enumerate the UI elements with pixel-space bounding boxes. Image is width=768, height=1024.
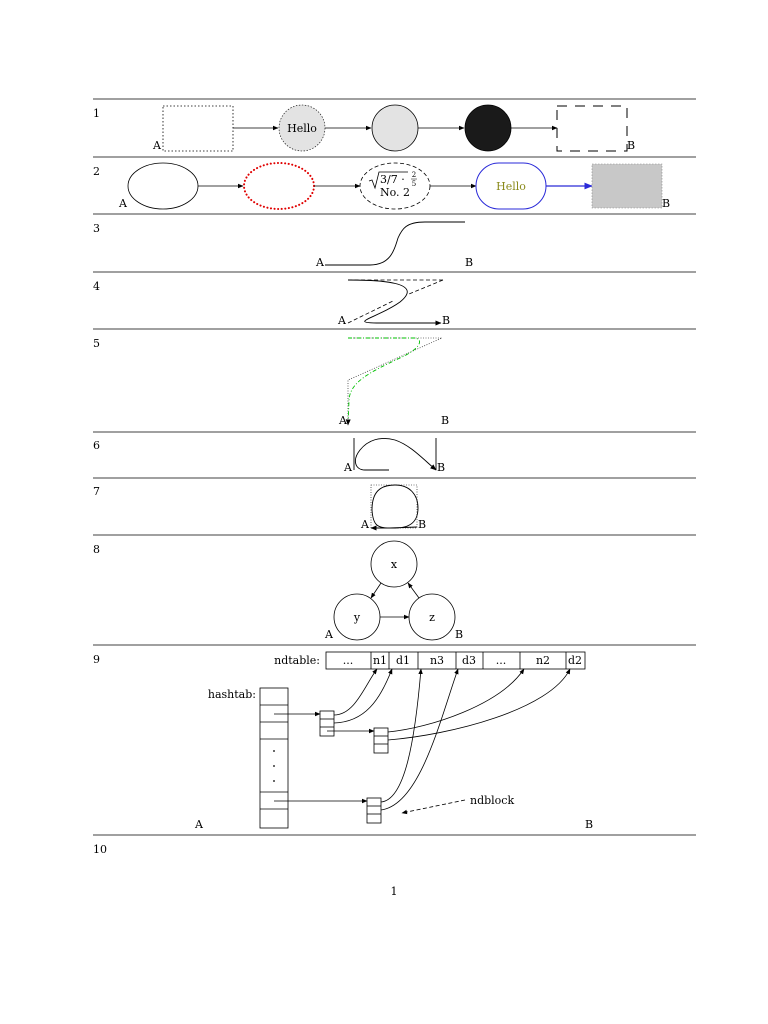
- ndtable-cell: d3: [462, 654, 476, 667]
- label-b: B: [585, 818, 593, 831]
- ndtable-cell: ...: [343, 654, 354, 667]
- gray-circle: [371, 104, 419, 152]
- node-y-label: y: [353, 611, 361, 624]
- row-6-diagram: A B: [343, 438, 445, 474]
- label-b: B: [441, 414, 449, 427]
- math-frac-num: 2: [412, 171, 416, 179]
- z-curve: [347, 279, 442, 326]
- ndblock-label: ndblock: [470, 794, 514, 807]
- ndtable-cell: n2: [536, 654, 550, 667]
- row-separators: [93, 98, 696, 836]
- ndblock-pointer: [401, 799, 466, 815]
- vertical-ellipsis: [273, 750, 275, 782]
- hello-text: Hello: [287, 122, 317, 135]
- row-2-diagram: A 3/7 · 2 5 No. 2 Hello B: [118, 162, 670, 210]
- hello-olive-text: Hello: [496, 180, 526, 193]
- label-b: B: [437, 461, 445, 474]
- ndtable-cell: n3: [430, 654, 444, 667]
- label-b: B: [662, 197, 670, 210]
- label-a: A: [338, 414, 348, 427]
- node-x-label: x: [391, 558, 398, 571]
- row-1-diagram: A Hello B: [152, 104, 635, 152]
- ndblock-3: [366, 797, 382, 824]
- label-a: A: [360, 518, 370, 531]
- row-number-3: 3: [93, 222, 100, 235]
- row-number-5: 5: [93, 337, 100, 350]
- ndtable-cell: d2: [568, 654, 582, 667]
- black-circle: [464, 104, 512, 152]
- label-b: B: [442, 314, 450, 327]
- pointer-arrows: [274, 668, 571, 811]
- edge-z-x: [407, 582, 420, 599]
- row-number-2: 2: [93, 165, 100, 178]
- row-number-10: 10: [93, 843, 107, 856]
- row-number-4: 4: [93, 280, 100, 293]
- label-a: A: [337, 314, 347, 327]
- node-x: [370, 540, 418, 588]
- arc-curve: [354, 438, 437, 471]
- label-a: A: [118, 197, 128, 210]
- hashtab: [259, 687, 289, 829]
- row-number-7: 7: [93, 485, 100, 498]
- gray-filled-rect: [591, 163, 663, 209]
- row-8-diagram: x y z A B: [324, 540, 463, 641]
- sqrt-sign: [368, 171, 408, 190]
- label-b: B: [465, 256, 473, 269]
- ndtable-cell: d1: [396, 654, 410, 667]
- plain-ellipse: [127, 162, 199, 210]
- label-a: A: [152, 139, 162, 152]
- row-4-diagram: A B: [337, 279, 450, 327]
- row-number-6: 6: [93, 439, 100, 452]
- ndtable-label: ndtable:: [274, 654, 320, 667]
- page-number: 1: [391, 885, 398, 898]
- green-curve: [345, 337, 420, 426]
- row-9-diagram: ndtable: ... n1 d1 n3 d3 ... n2 d2 hasht…: [194, 651, 593, 831]
- row-3-diagram: A B: [315, 221, 473, 269]
- control-polygon: [347, 337, 443, 425]
- dotted-box: [370, 484, 418, 529]
- label-b: B: [455, 628, 463, 641]
- label-a: A: [324, 628, 334, 641]
- loop-curve: [370, 484, 419, 531]
- ndtable-cell: ...: [496, 654, 507, 667]
- s-curve: [325, 221, 465, 266]
- row-number-9: 9: [93, 653, 100, 666]
- math-frac-den: 5: [412, 180, 416, 188]
- math-root-text: 3/7 ·: [380, 173, 405, 186]
- edge-x-y: [370, 582, 382, 599]
- hashtab-label: hashtab:: [208, 688, 256, 701]
- label-b: B: [418, 518, 426, 531]
- label-b: B: [627, 139, 635, 152]
- dashed-rectangle: [556, 105, 628, 152]
- red-dotted-ellipse: [243, 162, 315, 210]
- ndblock-2: [373, 727, 389, 754]
- label-a: A: [194, 818, 204, 831]
- row-7-diagram: A B: [360, 484, 426, 531]
- row-5-diagram: A B: [338, 337, 449, 427]
- ndtable-cell: n1: [373, 654, 387, 667]
- math-line-2: No. 2: [380, 186, 410, 199]
- row-number-8: 8: [93, 543, 100, 556]
- ndblock-1: [319, 710, 335, 737]
- label-a: A: [315, 256, 325, 269]
- row-number-1: 1: [93, 107, 100, 120]
- dotted-rectangle: [162, 105, 234, 152]
- node-z-label: z: [429, 611, 435, 624]
- label-a: A: [343, 461, 353, 474]
